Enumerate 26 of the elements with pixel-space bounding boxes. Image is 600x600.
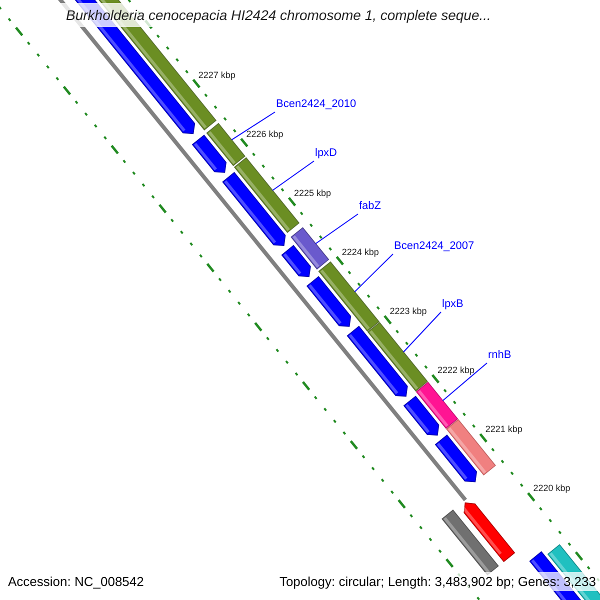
scale-label: 2221 kbp xyxy=(485,424,522,434)
gene-block xyxy=(367,322,428,392)
gene-block xyxy=(206,122,246,166)
accession-text: Accession: NC_008542 xyxy=(8,574,144,589)
scale-label: 2226 kbp xyxy=(246,128,284,139)
gene-block xyxy=(318,261,380,332)
leader-line xyxy=(272,160,314,191)
gene-block xyxy=(290,227,330,270)
leader-line xyxy=(315,214,358,244)
gene-label: Bcen2424_2010 xyxy=(276,98,356,111)
gene-label: rnhB xyxy=(488,349,512,362)
leader-line xyxy=(231,112,276,140)
scale-label: 2223 kbp xyxy=(390,306,427,316)
gene-block xyxy=(416,382,458,429)
leader-line xyxy=(354,254,394,292)
gene-label: fabZ xyxy=(359,200,382,213)
leader-line xyxy=(442,362,488,402)
leader-line xyxy=(403,312,442,352)
gene-label: lpxD xyxy=(315,147,338,160)
gene-label: Bcen2424_2007 xyxy=(394,240,474,253)
scale-label: 2227 kbp xyxy=(198,70,236,80)
scale-label: 2225 kbp xyxy=(294,188,332,198)
scale-label: 2222 kbp xyxy=(438,364,475,375)
scale-label: 2224 kbp xyxy=(342,246,379,257)
scale-label: 2220 kbp xyxy=(533,483,570,493)
gene-label: lpxB xyxy=(442,298,464,311)
